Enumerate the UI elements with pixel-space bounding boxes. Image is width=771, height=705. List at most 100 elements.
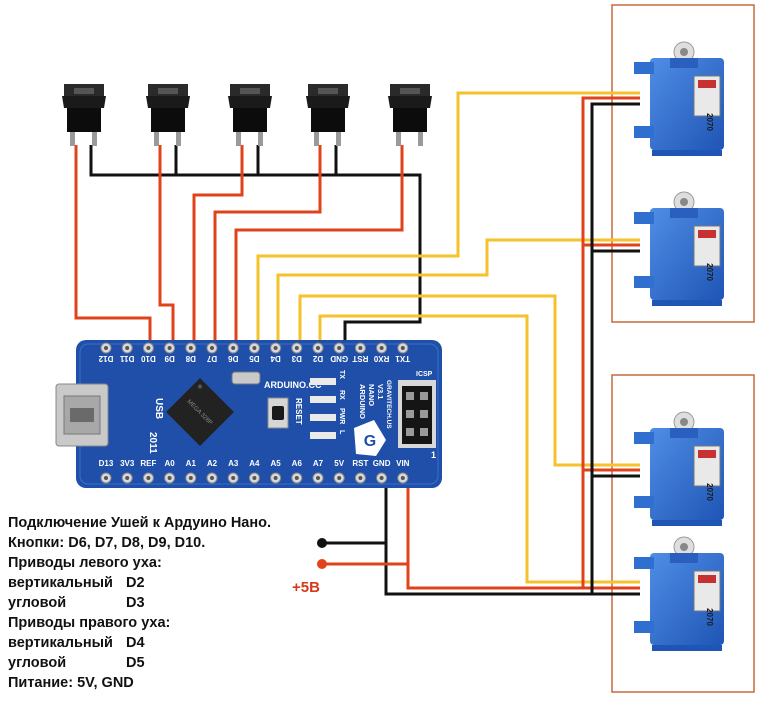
top-pin-pad-hole — [188, 346, 193, 350]
bottom-pin-pad-hole — [400, 476, 405, 480]
top-pin-label-d8: D8 — [185, 354, 196, 363]
bottom-pin-label-rst: RST — [352, 459, 368, 468]
top-pin-pad-hole — [273, 346, 278, 350]
supply-5v-terminal — [317, 559, 327, 569]
notes-left-vertical: вертикальный D2 — [8, 573, 271, 593]
bottom-pin-pad-hole — [273, 476, 278, 480]
reset-label: RESET — [294, 398, 303, 425]
logo-label: ARDUINO.CC — [264, 380, 322, 390]
notes-right-vertical-key: вертикальный — [8, 635, 113, 651]
right-ear-frame — [611, 374, 755, 693]
left-ear-frame — [611, 4, 755, 323]
servo2-signal-wire — [276, 238, 640, 346]
servo-1-label: 2070 — [705, 113, 714, 131]
notes-right-ear-heading: Приводы правого уха: — [8, 615, 171, 631]
bottom-pin-label-a5: A5 — [270, 459, 281, 468]
button-1[interactable] — [62, 84, 106, 146]
bottom-pin-label-3v3: 3V3 — [120, 459, 135, 468]
top-pin-pad-hole — [400, 346, 405, 350]
servo-3: 2070 — [633, 411, 725, 527]
top-pin-pad-hole — [125, 346, 130, 350]
top-pin-label-d5: D5 — [249, 354, 260, 363]
notes-left-vertical-key: вертикальный — [8, 575, 113, 591]
bottom-pin-label-d13: D13 — [99, 459, 114, 468]
top-pin-label-d11: D11 — [120, 354, 135, 363]
top-pin-pad-hole — [167, 346, 172, 350]
bottom-pin-label-vin: VIN — [396, 459, 410, 468]
notes-buttons: Кнопки: D6, D7, D8, D9, D10. — [8, 535, 206, 551]
top-pin-label-d9: D9 — [164, 354, 175, 363]
button1-wire — [74, 145, 152, 346]
notes-left-angular-val: D3 — [126, 595, 145, 611]
bottom-pin-label-a1: A1 — [186, 459, 197, 468]
button-3[interactable] — [228, 84, 272, 146]
usb-label: USB — [153, 398, 164, 419]
top-pin-label-d12: D12 — [98, 354, 113, 363]
top-pin-label-d4: D4 — [270, 354, 281, 363]
top-pin-label-d3: D3 — [291, 354, 302, 363]
servo4-signal-wire — [318, 314, 640, 584]
gnd-pin-wire — [343, 175, 422, 346]
top-pin-pad-hole — [252, 346, 257, 350]
top-pin-label-gnd: GND — [330, 354, 348, 363]
bottom-pin-pad-hole — [337, 476, 342, 480]
button-4[interactable] — [306, 84, 350, 146]
servo-2-label: 2070 — [705, 263, 714, 281]
servo-4: 2070 — [633, 536, 725, 652]
button4-wire — [213, 145, 322, 346]
led-l-label: L — [338, 430, 345, 435]
top-pin-label-tx1: TX1 — [395, 354, 410, 363]
notes-left-ear-heading: Приводы левого уха: — [8, 555, 162, 571]
bottom-pin-label-a4: A4 — [249, 459, 260, 468]
top-pin-label-d10: D10 — [141, 354, 156, 363]
bottom-pin-pad-hole — [358, 476, 363, 480]
notes-right-vertical: вертикальный D4 — [8, 633, 271, 653]
notes-right-vertical-val: D4 — [126, 635, 145, 651]
reset-button[interactable] — [267, 397, 289, 429]
led-rx-label: RX — [338, 390, 345, 400]
button-2[interactable] — [146, 84, 190, 146]
servos: 2070 2070 2070 2070 — [633, 41, 725, 652]
bottom-pin-label-a6: A6 — [292, 459, 303, 468]
push-buttons — [62, 84, 432, 146]
top-pin-pad-hole — [316, 346, 320, 350]
supply-gnd-terminal — [317, 538, 327, 548]
bottom-pin-label-gnd: GND — [373, 459, 391, 468]
wires — [74, 91, 640, 596]
button2-wire — [158, 145, 175, 346]
servo1-signal-wire — [256, 91, 640, 346]
bottom-pin-label-ref: REF — [140, 459, 156, 468]
top-pin-label-d7: D7 — [206, 354, 217, 363]
servo-1: 2070 — [633, 41, 725, 157]
year-label: 2011 — [147, 432, 158, 454]
usb-connector — [55, 383, 109, 447]
board-name-1: ARDUINO — [358, 384, 367, 419]
bottom-pin-pad-hole — [210, 476, 214, 480]
button-5[interactable] — [388, 84, 432, 146]
supply-5v-label: +5В — [292, 579, 320, 596]
board-name-4: GRAVITECH.US — [385, 380, 392, 429]
icsp-header — [398, 380, 436, 448]
bottom-pin-pad-hole — [104, 476, 108, 480]
notes-title: Подключение Ушей к Ардуино Нано. — [8, 515, 272, 531]
board-name-3: V3.1 — [376, 384, 385, 399]
top-pin-pad-hole — [104, 346, 108, 350]
badge-letter: G — [364, 433, 376, 450]
bottom-pin-pad-hole — [294, 476, 299, 480]
servo-power-bus — [406, 96, 640, 590]
notes-right-angular-val: D5 — [126, 655, 145, 671]
connection-notes: Подключение Ушей к Ардуино Нано. Кнопки:… — [8, 513, 271, 693]
top-pin-pad-hole — [337, 346, 342, 350]
bottom-pin-pad-hole — [379, 476, 384, 480]
led-pwr-label: PWR — [338, 408, 345, 424]
button3-wire — [192, 145, 244, 346]
top-pin-pad-hole — [231, 346, 236, 350]
bottom-pin-label-a3: A3 — [228, 459, 239, 468]
top-pin-label-rx0: RX0 — [373, 354, 389, 363]
bottom-pin-label-a7: A7 — [313, 459, 324, 468]
servo-3-label: 2070 — [705, 483, 714, 501]
notes-left-vertical-val: D2 — [126, 575, 145, 591]
notes-power: Питание: 5V, GND — [8, 675, 134, 691]
